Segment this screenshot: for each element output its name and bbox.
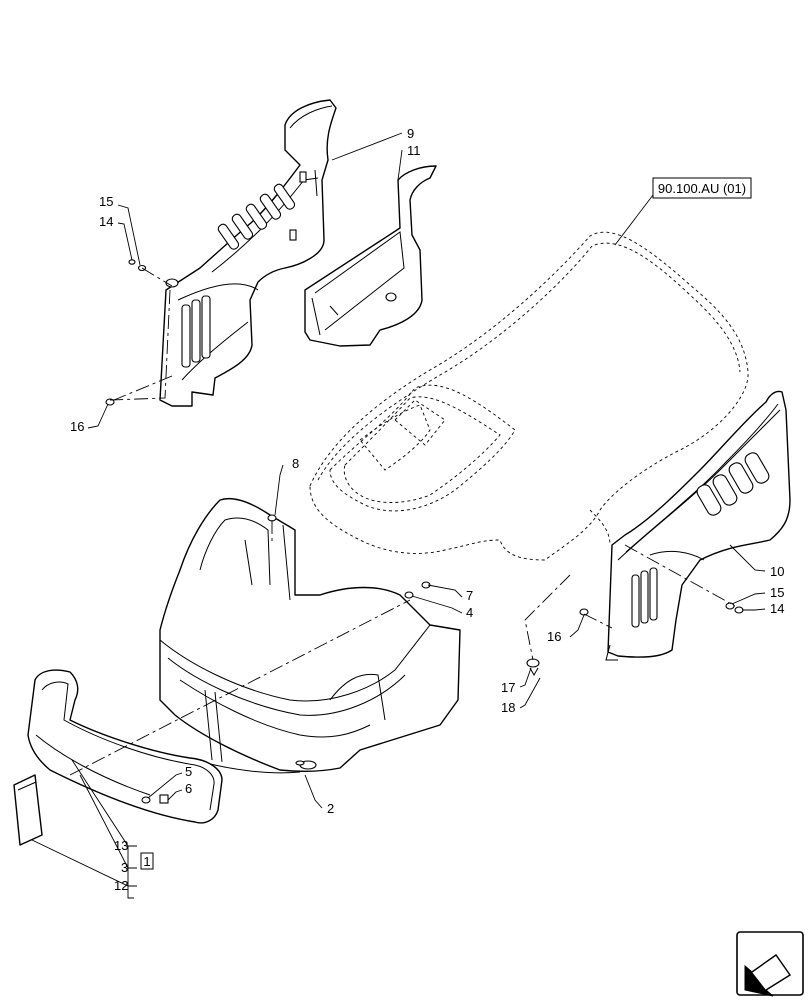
centerline-hood xyxy=(524,574,571,661)
callout-6: 6 xyxy=(185,781,192,796)
hood-reference-part xyxy=(309,231,749,561)
centerline-right xyxy=(583,613,613,629)
callout-7: 7 xyxy=(466,588,473,603)
callout-11: 11 xyxy=(407,143,421,158)
assembly-box xyxy=(140,852,154,870)
trim-panel-part-12 xyxy=(13,774,43,846)
callout-3: 3 xyxy=(121,860,128,875)
callout-9: 9 xyxy=(407,126,414,141)
callout-5: 5 xyxy=(185,764,192,779)
centerline-right-upper xyxy=(624,544,736,607)
centerline-left-lower xyxy=(113,375,173,401)
callout-14-right: 14 xyxy=(770,601,784,616)
callout-16-left: 16 xyxy=(70,419,84,434)
callout-15-right: 15 xyxy=(770,585,784,600)
callout-17: 17 xyxy=(501,680,515,695)
callout-12: 12 xyxy=(114,878,128,893)
callout-10: 10 xyxy=(770,564,784,579)
reference-leader xyxy=(614,194,654,246)
arrow-icon[interactable] xyxy=(736,931,804,997)
callout-16-right: 16 xyxy=(547,629,561,644)
reference-box xyxy=(652,177,752,199)
callout-18: 18 xyxy=(501,700,515,715)
assembly-label: 1 xyxy=(143,854,150,869)
front-grille-housing-part-2 xyxy=(159,498,461,774)
right-side-panel-part-10 xyxy=(605,390,791,661)
centerline-front xyxy=(69,599,411,776)
small-hardware-parts xyxy=(105,259,744,804)
leader-lines xyxy=(31,132,766,899)
callout-4: 4 xyxy=(466,605,473,620)
callout-15-left: 15 xyxy=(99,194,113,209)
callout-13: 13 xyxy=(114,838,128,853)
callout-8: 8 xyxy=(292,456,299,471)
centerline-left xyxy=(109,289,171,401)
callout-14-left: 14 xyxy=(99,214,113,229)
callout-2: 2 xyxy=(327,801,334,816)
inner-bracket-panel-part-11 xyxy=(304,165,437,347)
reference-label: 90.100.AU (01) xyxy=(658,181,746,196)
centerline-left-upper xyxy=(141,267,173,287)
left-side-panel-part-9 xyxy=(159,99,337,407)
